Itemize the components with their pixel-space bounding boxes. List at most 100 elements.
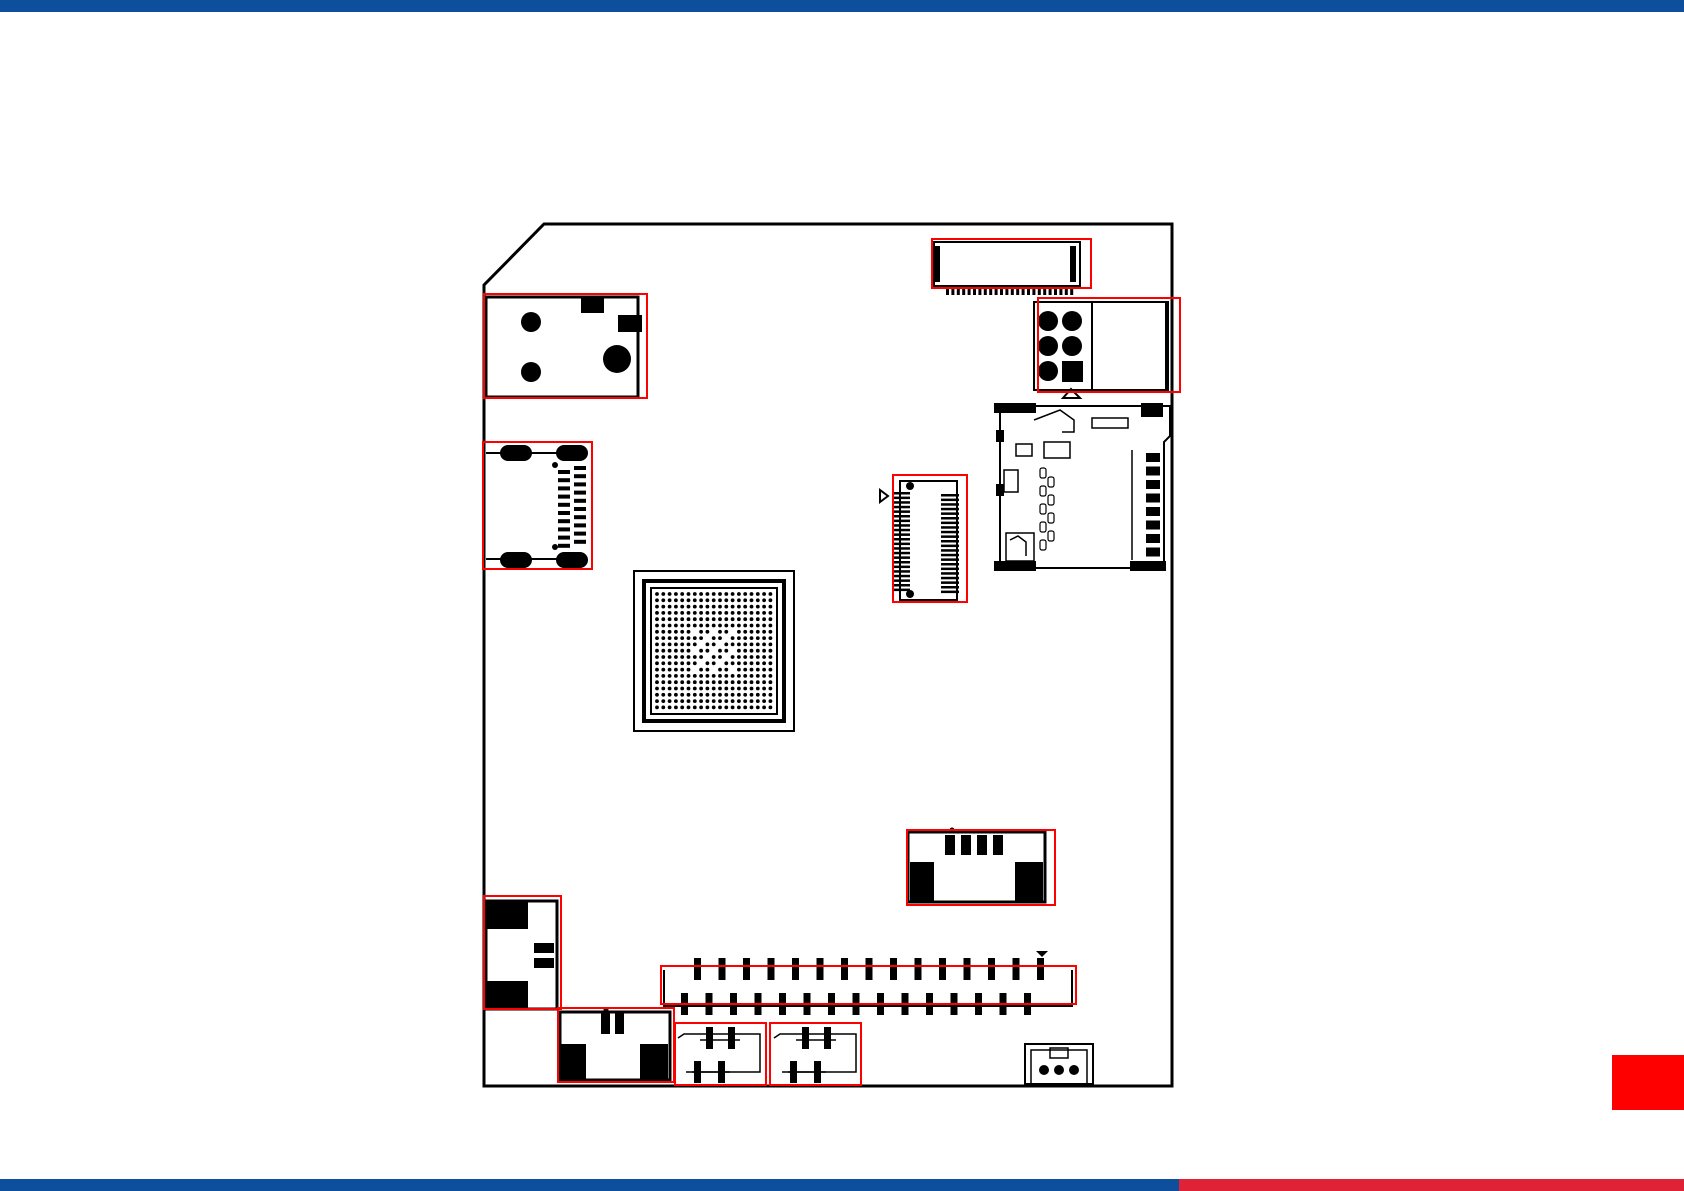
bga-ball	[655, 674, 659, 678]
bga-ball	[699, 706, 703, 710]
bga-ball	[687, 598, 691, 602]
bga-ball	[680, 687, 684, 691]
bga-ball	[756, 611, 760, 615]
bga-ball	[706, 643, 710, 647]
bga-ball	[655, 668, 659, 672]
bga-ball	[737, 630, 741, 634]
b2b-pin	[941, 581, 959, 584]
hdmi-pin	[558, 470, 570, 474]
sd-contact-pad	[1146, 453, 1160, 462]
bga-ball	[706, 649, 710, 653]
bga-ball	[762, 636, 766, 640]
bga-ball	[680, 605, 684, 609]
bga-ball	[687, 624, 691, 628]
bga-ball	[750, 592, 754, 596]
b2b-pin	[892, 552, 910, 555]
bga-ball	[750, 668, 754, 672]
sd-spring-contact	[1040, 486, 1046, 496]
b2b-pin	[892, 584, 910, 587]
bga-ball	[769, 687, 773, 691]
b2b-pin	[941, 568, 959, 571]
bga-ball	[724, 592, 728, 596]
bga-ball	[737, 661, 741, 665]
bga-ball	[687, 706, 691, 710]
bga-ball	[737, 605, 741, 609]
bga-ball	[724, 687, 728, 691]
bga-ball	[743, 592, 747, 596]
bga-ball	[706, 630, 710, 634]
bga-ball	[655, 598, 659, 602]
bga-ball	[724, 693, 728, 697]
bga-ball	[737, 655, 741, 659]
bga-ball	[718, 687, 722, 691]
bga-ball	[706, 680, 710, 684]
b2b-pin	[941, 540, 959, 543]
bga-ball	[687, 649, 691, 653]
bga-ball	[661, 611, 665, 615]
bga-ball	[731, 661, 735, 665]
bga-ball	[743, 661, 747, 665]
bga-ball	[655, 592, 659, 596]
bga-ball	[661, 706, 665, 710]
bga-ball	[750, 630, 754, 634]
bga-ball	[712, 598, 716, 602]
bga-ball	[687, 643, 691, 647]
bga-ball	[668, 699, 672, 703]
bga-ball	[756, 668, 760, 672]
hdmi-pin	[574, 523, 586, 527]
bga-ball	[762, 693, 766, 697]
bga-ball	[750, 680, 754, 684]
bga-ball	[693, 611, 697, 615]
hdmi-pin	[558, 486, 570, 490]
bga-ball	[699, 617, 703, 621]
hdmi-pin	[574, 532, 586, 536]
bga-ball	[724, 649, 728, 653]
bga-ball	[718, 649, 722, 653]
bga-ball	[693, 680, 697, 684]
bga-ball	[687, 668, 691, 672]
bga-ball	[769, 655, 773, 659]
bga-ball	[687, 636, 691, 640]
hdmi-pin	[558, 527, 570, 531]
bga-ball	[668, 649, 672, 653]
bga-ball	[743, 680, 747, 684]
bga-ball	[655, 680, 659, 684]
sd-spring-contact	[1040, 504, 1046, 514]
bga-ball	[762, 643, 766, 647]
bga-ball	[693, 661, 697, 665]
gpio-pin-top	[1013, 958, 1020, 980]
bga-ball	[731, 592, 735, 596]
switch-icon	[678, 1027, 760, 1083]
bga-ball	[655, 636, 659, 640]
bga-ball	[693, 706, 697, 710]
bga-ball	[674, 680, 678, 684]
bga-ball	[750, 617, 754, 621]
bga-ball	[737, 668, 741, 672]
bga-ball	[750, 649, 754, 653]
bga-ball	[680, 617, 684, 621]
bga-ball	[661, 693, 665, 697]
bga-ball	[661, 668, 665, 672]
bga-ball	[706, 699, 710, 703]
bga-ball	[756, 655, 760, 659]
bga-ball	[661, 636, 665, 640]
bga-ball	[769, 661, 773, 665]
bga-ball	[687, 661, 691, 665]
b2b-pin	[892, 501, 910, 504]
bga-ball	[668, 636, 672, 640]
b2b-pin	[941, 522, 959, 525]
bga-ball	[655, 617, 659, 621]
bga-ball	[699, 674, 703, 678]
bga-ball	[712, 687, 716, 691]
b2b-pin	[892, 538, 910, 541]
bga-ball	[668, 592, 672, 596]
bga-ball	[661, 630, 665, 634]
bga-ball	[724, 630, 728, 634]
bga-ball	[743, 649, 747, 653]
bga-ball	[762, 699, 766, 703]
bga-ball	[769, 630, 773, 634]
bga-ball	[706, 617, 710, 621]
bga-ball	[699, 680, 703, 684]
bga-ball	[718, 668, 722, 672]
bga-ball	[731, 643, 735, 647]
